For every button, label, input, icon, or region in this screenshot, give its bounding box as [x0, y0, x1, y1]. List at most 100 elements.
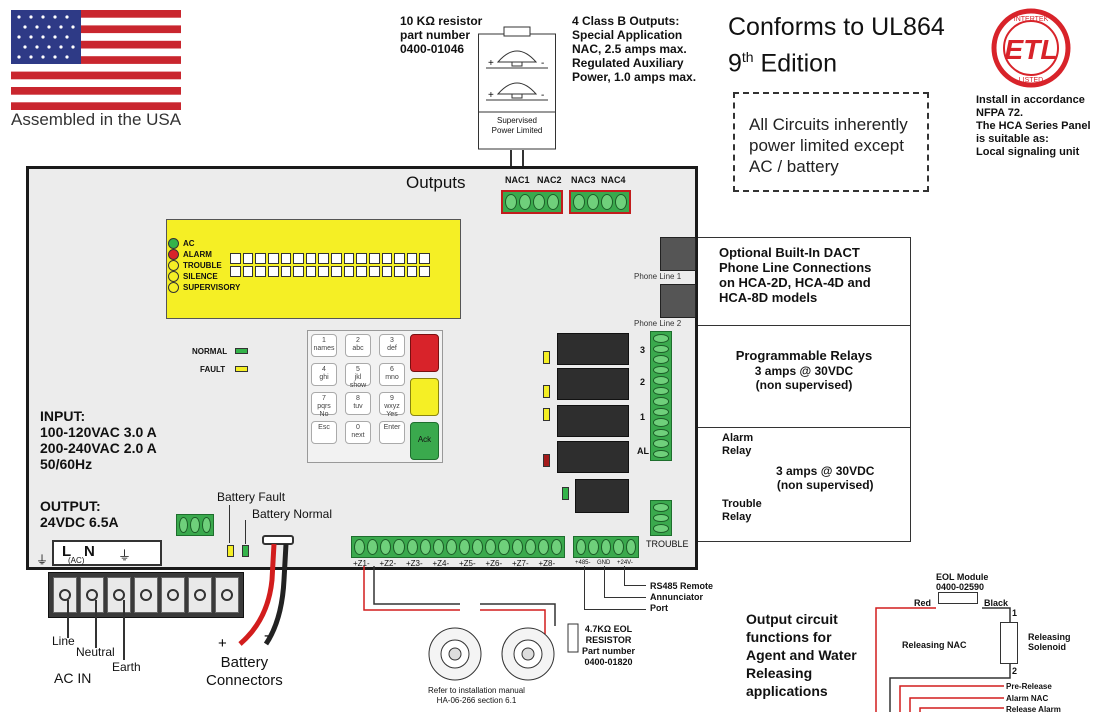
eol-module-box: [938, 592, 978, 604]
nac-labels: NAC1 NAC2 NAC3 NAC4: [505, 175, 626, 185]
supervised-label: Supervised Power Limited: [491, 116, 543, 135]
ac-n-label: N: [84, 543, 95, 560]
alarm-led: [168, 249, 179, 260]
etl-logo: INTERTEK ETL LISTED: [988, 8, 1074, 88]
eol-module-label: EOL Module 0400-02590: [936, 572, 989, 592]
svg-text:-: -: [541, 58, 544, 69]
terminal-screw[interactable]: [107, 577, 131, 613]
relay-2: [557, 368, 629, 400]
zone-terminal-block[interactable]: [351, 536, 565, 558]
dact-top-line: [698, 237, 910, 238]
silence-button[interactable]: [410, 378, 439, 416]
aux-power-terminal[interactable]: [176, 514, 214, 536]
fault-led: [235, 366, 248, 372]
manual-reference: Refer to installation manual HA-06-266 s…: [428, 686, 525, 705]
relays-note: Programmable Relays 3 amps @ 30VDC (non …: [735, 348, 873, 392]
relay-rating: 3 amps @ 30VDC (non supervised): [776, 464, 875, 492]
supervisory-led: [168, 282, 179, 293]
nac-terminal-1-2[interactable]: [501, 190, 563, 214]
relay-number-1: 1: [640, 412, 646, 422]
output-spec: OUTPUT: 24VDC 6.5A: [40, 498, 119, 530]
ac-wire-earth: [123, 600, 125, 660]
nac-wire: [522, 150, 524, 180]
relay-3-led: [543, 351, 550, 364]
battery-normal-pointer: [245, 520, 246, 544]
key-enter[interactable]: Enter: [379, 421, 405, 444]
releasing-solenoid-label: Releasing Solenoid: [1028, 632, 1071, 652]
ac-led: [168, 238, 179, 249]
nac-terminal-3-4[interactable]: [569, 190, 631, 214]
phone-jack-2[interactable]: [660, 284, 696, 318]
rs485-labels: +485- GND +24V-: [575, 560, 633, 566]
ac-in-label: AC IN: [54, 670, 92, 686]
solenoid-pin-1: 1: [1012, 608, 1018, 618]
terminal-screw[interactable]: [80, 577, 104, 613]
terminal-screw[interactable]: [215, 577, 239, 613]
ac-l-label: L: [62, 543, 72, 560]
outputs-spec: 4 Class B Outputs: Special Application N…: [572, 14, 697, 84]
dact-note: Optional Built-In DACT Phone Line Connec…: [719, 245, 872, 305]
terminal-screw[interactable]: [161, 577, 185, 613]
ac-wire-neutral: [95, 600, 97, 648]
ac-terminal-label-box: [52, 540, 162, 566]
install-note: Install in accordance NFPA 72. The HCA S…: [976, 94, 1091, 158]
agent-releasing-note: Output circuit functions for Agent and W…: [746, 611, 857, 699]
phone-line-2-label: Phone Line 2: [634, 319, 682, 328]
reset-button[interactable]: [410, 334, 439, 372]
ground-icon: ⏚: [118, 548, 132, 563]
release-alarm-label: Release Alarm: [1006, 705, 1061, 714]
trouble-led: [168, 260, 179, 271]
flag-icon: [11, 10, 181, 110]
alarm-nac-label: Alarm NAC: [1006, 694, 1049, 703]
smoke-detector-icon: [428, 627, 482, 681]
rs485-wire: [604, 566, 605, 598]
svg-text:+: +: [488, 58, 494, 69]
normal-label: NORMAL: [192, 347, 228, 356]
trouble-terminal-block[interactable]: [650, 500, 672, 536]
wire-red-label: Red: [914, 598, 932, 608]
relay-1: [557, 405, 629, 437]
etl-ring-top: INTERTEK: [1014, 16, 1049, 23]
us-flag: [11, 10, 181, 110]
battery-connector[interactable]: [262, 535, 294, 545]
releasing-wiring: [875, 607, 1011, 712]
alarm-relay-led: [543, 454, 550, 467]
svg-text:+: +: [218, 635, 227, 650]
ack-button[interactable]: Ack: [410, 422, 439, 460]
trouble-label: TROUBLE: [646, 539, 689, 549]
battery-normal-led: [242, 545, 249, 557]
fault-label: FAULT: [200, 365, 226, 374]
relay-number-3: 3: [640, 345, 646, 355]
relay-terminal-block[interactable]: [650, 331, 672, 461]
solenoid-pin-2: 2: [1012, 666, 1018, 676]
earth-ground-icon: ⏚: [36, 553, 49, 567]
phone-jack-1[interactable]: [660, 237, 696, 271]
rs485-terminal-block[interactable]: [573, 536, 639, 558]
alarm-relay-top-line: [698, 427, 910, 428]
terminal-screw[interactable]: [188, 577, 212, 613]
ac-wire-line: [67, 600, 69, 638]
battery-fault-led: [227, 545, 234, 557]
trouble-relay-label: Trouble Relay: [722, 498, 762, 523]
power-terminal-strip: [48, 572, 244, 618]
nac-wire: [510, 150, 512, 180]
eol-resistor-label: 4.7KΩ EOL RESISTOR Part number 0400-0182…: [582, 624, 636, 667]
ac-ac-label: (AC): [68, 556, 85, 565]
key-esc[interactable]: Esc: [311, 421, 337, 444]
rs485-wire: [624, 585, 646, 586]
terminal-screw[interactable]: [134, 577, 158, 613]
relay-2-led: [543, 385, 550, 398]
smoke-detector-icon: [501, 627, 555, 681]
terminal-screw[interactable]: [53, 577, 77, 613]
zone-wiring: [363, 566, 579, 681]
